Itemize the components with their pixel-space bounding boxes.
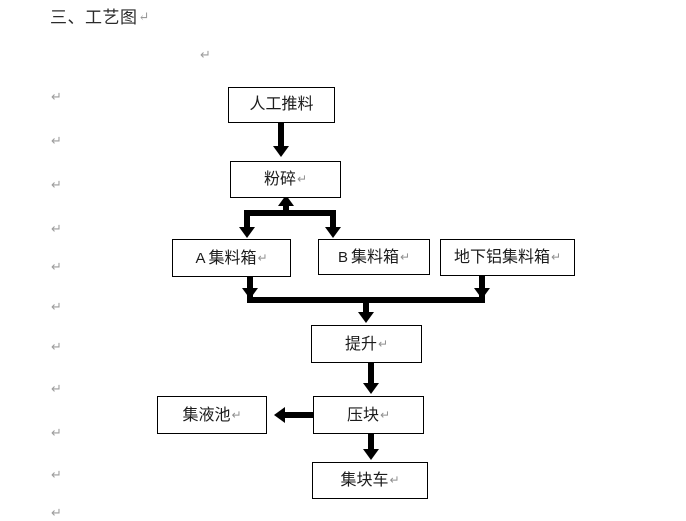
edge-press-blockcart-arrowhead bbox=[363, 449, 379, 460]
flow-node-label: 集液池↵ bbox=[182, 406, 241, 425]
flow-node-label-text: 人工推料 bbox=[249, 96, 314, 113]
flow-node-label-text: 粉碎 bbox=[263, 171, 296, 188]
edge-underground-merge-stem bbox=[479, 276, 485, 299]
paragraph-mark-icon: ↵ bbox=[138, 9, 150, 24]
flow-node-label-prefix: A bbox=[195, 249, 206, 267]
edge-manualfeed-crush-arrowhead bbox=[273, 146, 289, 157]
edge-merge-lift-arrowhead bbox=[358, 312, 374, 323]
paragraph-mark-icon: ↵ bbox=[377, 336, 389, 351]
edge-lift-press-arrowhead bbox=[363, 383, 379, 394]
paragraph-mark-icon: ↵ bbox=[389, 473, 400, 487]
flow-node-manual-feed[interactable]: 人工推料 bbox=[228, 87, 335, 123]
paragraph-mark-icon: ↵ bbox=[399, 249, 411, 264]
para-mark-6-icon: ↵ bbox=[51, 300, 62, 315]
edge-lift-press-stem bbox=[368, 363, 374, 385]
flow-node-label-text: 压块 bbox=[346, 406, 379, 424]
edge-manualfeed-crush-stem bbox=[278, 123, 284, 147]
para-mark-9-icon: ↵ bbox=[51, 426, 62, 441]
flow-node-label-text: 集料箱 bbox=[208, 249, 257, 267]
edge-press-liquidpool-stem bbox=[285, 412, 315, 418]
paragraph-mark-icon: ↵ bbox=[379, 407, 391, 422]
flow-node-label-text: 集液池 bbox=[182, 406, 231, 424]
flow-node-crush[interactable]: 粉碎↵ bbox=[230, 161, 341, 198]
edge-crush-bina-arrowhead bbox=[239, 227, 255, 238]
flow-node-press-block[interactable]: 压块↵ bbox=[313, 396, 424, 434]
flow-node-liquid-pool[interactable]: 集液池↵ bbox=[157, 396, 267, 434]
paragraph-mark-icon: ↵ bbox=[296, 172, 308, 186]
para-mark-top-icon: ↵ bbox=[200, 48, 211, 63]
flow-node-label-text: 地下铝集料箱 bbox=[453, 249, 550, 266]
para-mark-3-icon: ↵ bbox=[51, 178, 62, 193]
edge-bina-merge-arrowhead bbox=[242, 288, 258, 299]
edge-press-liquidpool-arrowhead bbox=[274, 407, 285, 423]
flow-node-label: 人工推料 bbox=[249, 96, 313, 114]
flow-node-block-cart[interactable]: 集块车↵ bbox=[312, 462, 428, 499]
flow-node-label: 粉碎↵ bbox=[264, 170, 307, 189]
para-mark-2-icon: ↵ bbox=[51, 134, 62, 149]
flow-node-bin-underground[interactable]: 地下铝集料箱↵ bbox=[440, 239, 575, 276]
edge-bina-crush-arrowhead bbox=[278, 195, 294, 206]
flow-node-label-text: 集块车 bbox=[340, 472, 389, 489]
edge-bina-crush-stem bbox=[283, 203, 289, 215]
page-title: 三、工艺图↵ bbox=[50, 6, 150, 29]
paragraph-mark-icon: ↵ bbox=[231, 407, 242, 422]
edge-split-bar bbox=[244, 210, 336, 216]
edge-crush-binb-arrowhead bbox=[325, 227, 341, 238]
flow-node-label: 压块↵ bbox=[347, 406, 390, 425]
para-mark-10-icon: ↵ bbox=[51, 468, 62, 483]
para-mark-1-icon: ↵ bbox=[51, 90, 62, 105]
flow-node-label: 集块车↵ bbox=[340, 471, 399, 490]
flow-node-label: 提升↵ bbox=[345, 335, 388, 354]
edge-merge-lift-stem bbox=[363, 297, 369, 315]
para-mark-4-icon: ↵ bbox=[51, 222, 62, 237]
page-title-text: 三、工艺图 bbox=[50, 8, 138, 27]
paragraph-mark-icon: ↵ bbox=[550, 250, 562, 264]
edge-underground-merge-arrowhead bbox=[474, 288, 490, 299]
para-mark-5-icon: ↵ bbox=[51, 260, 62, 275]
para-mark-7-icon: ↵ bbox=[51, 340, 62, 355]
edge-press-blockcart-stem bbox=[368, 434, 374, 451]
flow-node-label-text: 提升 bbox=[344, 335, 377, 353]
flow-node-lift[interactable]: 提升↵ bbox=[311, 325, 422, 363]
paragraph-mark-icon: ↵ bbox=[257, 250, 268, 265]
flow-node-label-text: 集料箱 bbox=[350, 248, 399, 266]
flow-node-label: 地下铝集料箱↵ bbox=[454, 248, 561, 267]
para-mark-11-icon: ↵ bbox=[51, 506, 62, 521]
edge-crush-bina-stem bbox=[244, 210, 250, 229]
flow-node-label-prefix: B bbox=[337, 248, 348, 266]
edge-crush-binb-stem bbox=[330, 210, 336, 229]
para-mark-8-icon: ↵ bbox=[51, 382, 62, 397]
